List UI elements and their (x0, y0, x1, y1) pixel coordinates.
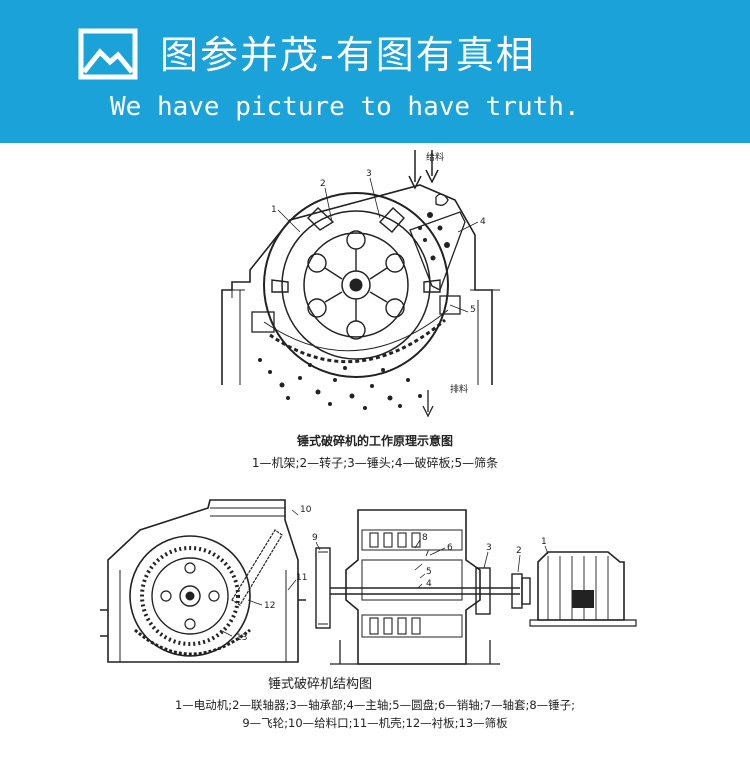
fig2-part-7: 7 (424, 549, 430, 559)
figure2-section-view: 10 11 12 13 (100, 499, 312, 663)
figure2-caption-legend-line1: 1—电动机;2—联轴器;3—轴承部;4—主轴;5—圆盘;6—销轴;7—轴套;8—… (174, 698, 576, 712)
fig2-part-11: 11 (296, 573, 307, 583)
fig1-part-1: 1 (271, 205, 277, 215)
header-banner: 图参并茂-有图有真相 We have picture to have truth… (0, 0, 750, 143)
fig1-part-4: 4 (480, 217, 486, 227)
fig2-part-6: 6 (447, 543, 453, 553)
figure2-caption-title: 锤式破碎机结构图 (268, 677, 373, 692)
crusher-diagrams: 给料 排料 1 2 3 4 5 (100, 150, 637, 665)
banner-subtitle: We have picture to have truth. (110, 92, 580, 122)
fig1-part-2: 2 (320, 179, 326, 189)
fig2-part-12: 12 (264, 601, 275, 611)
discharge-label: 排料 (450, 383, 468, 395)
figure2-front-view: 9 8 7 6 5 4 3 2 1 (312, 509, 637, 665)
figure1-caption-legend: 1—机架;2—转子;3—锤头;4—破碎板;5—筛条 (251, 456, 499, 470)
feed-label: 给料 (426, 151, 444, 163)
fig2-part-9: 9 (312, 533, 318, 543)
fig2-part-5: 5 (426, 567, 432, 577)
fig2-part-4: 4 (426, 579, 432, 589)
figure1-working-principle: 给料 排料 1 2 3 4 5 (221, 150, 500, 418)
fig2-part-8: 8 (422, 533, 428, 543)
figure1-caption-title: 锤式破碎机的工作原理示意图 (296, 434, 453, 448)
figure2-caption-legend-line2: 9—飞轮;10—给料口;11—机壳;12—衬板;13—筛板 (242, 716, 508, 730)
banner-title: 图参并茂-有图有真相 (160, 33, 536, 77)
picture-icon (78, 28, 138, 80)
fig1-part-5: 5 (470, 305, 476, 315)
fig2-part-10: 10 (300, 505, 312, 515)
fig2-part-13: 13 (236, 633, 247, 643)
diagram-area: 给料 排料 1 2 3 4 5 (0, 143, 750, 758)
fig2-part-2: 2 (516, 546, 522, 556)
fig2-part-1: 1 (541, 537, 547, 547)
fig2-part-3: 3 (486, 543, 492, 553)
fig1-part-3: 3 (366, 169, 372, 179)
